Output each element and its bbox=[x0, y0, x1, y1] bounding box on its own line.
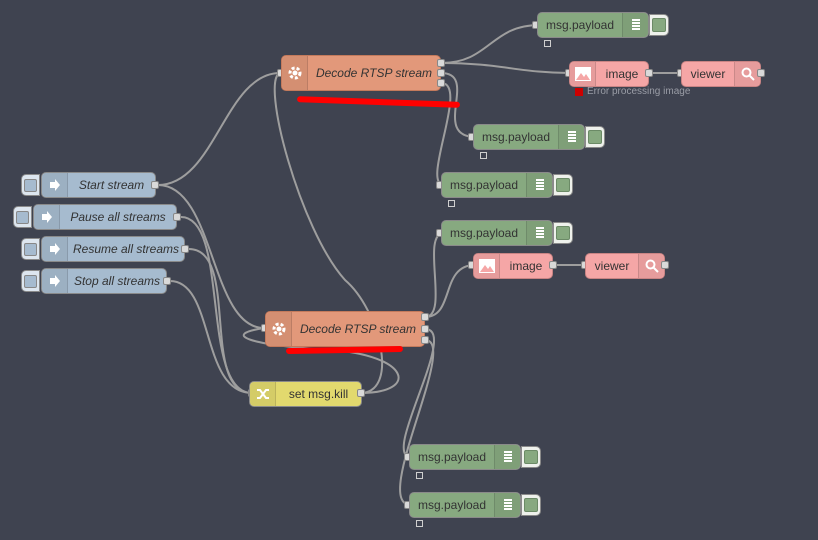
output-port[interactable] bbox=[151, 181, 159, 189]
image-label: image bbox=[605, 67, 639, 81]
inject-node-resume-all-streams[interactable]: Resume all streams bbox=[41, 236, 185, 262]
inject-label: Stop all streams bbox=[73, 274, 161, 288]
output-port[interactable] bbox=[437, 69, 445, 77]
list-icon bbox=[494, 445, 520, 469]
image-icon bbox=[474, 254, 500, 278]
debug-node-5[interactable]: msg.payload bbox=[409, 444, 521, 470]
status-indicator bbox=[448, 200, 455, 207]
image-node-bottom[interactable]: image bbox=[473, 253, 553, 279]
function-label: Decode RTSP stream bbox=[315, 66, 433, 80]
list-icon bbox=[622, 13, 648, 37]
output-port[interactable] bbox=[437, 59, 445, 67]
output-port[interactable] bbox=[437, 79, 445, 87]
debug-label: msg.payload bbox=[417, 498, 487, 512]
error-dot-icon bbox=[575, 87, 583, 96]
debug-node-6[interactable]: msg.payload bbox=[409, 492, 521, 518]
list-icon bbox=[526, 173, 552, 197]
arrow-right-icon bbox=[34, 205, 60, 229]
debug-toggle-button[interactable] bbox=[553, 174, 573, 196]
arrow-right-icon bbox=[42, 173, 68, 197]
debug-toggle-button[interactable] bbox=[585, 126, 605, 148]
image-label: image bbox=[509, 259, 543, 273]
list-icon bbox=[494, 493, 520, 517]
function-node-decode-rtsp-top[interactable]: Decode RTSP stream bbox=[281, 55, 441, 91]
change-label: set msg.kill bbox=[288, 387, 349, 401]
output-port[interactable] bbox=[421, 325, 429, 333]
status-indicator bbox=[416, 472, 423, 479]
list-icon bbox=[558, 125, 584, 149]
change-node-set-msg-kill[interactable]: set msg.kill bbox=[249, 381, 362, 407]
list-icon bbox=[526, 221, 552, 245]
debug-toggle-button[interactable] bbox=[553, 222, 573, 244]
function-label: Decode RTSP stream bbox=[299, 322, 417, 336]
inject-node-start-stream[interactable]: Start stream bbox=[41, 172, 156, 198]
debug-node-3[interactable]: msg.payload bbox=[441, 172, 553, 198]
inject-label: Resume all streams bbox=[72, 242, 180, 256]
viewer-node-top[interactable]: viewer bbox=[681, 61, 761, 87]
gear-icon bbox=[282, 56, 308, 90]
output-port[interactable] bbox=[357, 389, 365, 397]
image-icon bbox=[570, 62, 596, 86]
debug-node-1[interactable]: msg.payload bbox=[537, 12, 649, 38]
debug-node-4[interactable]: msg.payload bbox=[441, 220, 553, 246]
debug-toggle-button[interactable] bbox=[649, 14, 669, 36]
output-port[interactable] bbox=[661, 261, 669, 269]
arrow-right-icon bbox=[42, 237, 68, 261]
inject-label: Pause all streams bbox=[70, 210, 166, 224]
viewer-node-bottom[interactable]: viewer bbox=[585, 253, 665, 279]
pause-streams-inject-button[interactable] bbox=[13, 206, 32, 228]
output-port[interactable] bbox=[421, 336, 429, 344]
output-port[interactable] bbox=[645, 69, 653, 77]
debug-label: msg.payload bbox=[545, 18, 615, 32]
output-port[interactable] bbox=[421, 313, 429, 321]
output-port[interactable] bbox=[163, 277, 171, 285]
debug-toggle-button[interactable] bbox=[521, 494, 541, 516]
shuffle-icon bbox=[250, 382, 276, 406]
debug-toggle-button[interactable] bbox=[521, 446, 541, 468]
status-indicator bbox=[480, 152, 487, 159]
inject-node-stop-all-streams[interactable]: Stop all streams bbox=[41, 268, 167, 294]
inject-label: Start stream bbox=[78, 178, 145, 192]
output-port[interactable] bbox=[757, 69, 765, 77]
magnifier-icon bbox=[638, 254, 664, 278]
output-port[interactable] bbox=[549, 261, 557, 269]
debug-label: msg.payload bbox=[481, 130, 551, 144]
start-stream-inject-button[interactable] bbox=[21, 174, 40, 196]
output-port[interactable] bbox=[173, 213, 181, 221]
resume-streams-inject-button[interactable] bbox=[21, 238, 40, 260]
debug-label: msg.payload bbox=[449, 226, 519, 240]
debug-label: msg.payload bbox=[449, 178, 519, 192]
stop-streams-inject-button[interactable] bbox=[21, 270, 40, 292]
viewer-label: viewer bbox=[690, 67, 726, 81]
gear-icon bbox=[266, 312, 292, 346]
status-text: Error processing image bbox=[587, 86, 691, 97]
status-indicator bbox=[544, 40, 551, 47]
magnifier-icon bbox=[734, 62, 760, 86]
image-node-top[interactable]: image bbox=[569, 61, 649, 87]
debug-label: msg.payload bbox=[417, 450, 487, 464]
debug-node-2[interactable]: msg.payload bbox=[473, 124, 585, 150]
arrow-right-icon bbox=[42, 269, 68, 293]
status-indicator bbox=[416, 520, 423, 527]
viewer-label: viewer bbox=[594, 259, 630, 273]
image-error-status: Error processing image bbox=[575, 86, 690, 97]
output-port[interactable] bbox=[181, 245, 189, 253]
inject-node-pause-all-streams[interactable]: Pause all streams bbox=[33, 204, 177, 230]
function-node-decode-rtsp-bottom[interactable]: Decode RTSP stream bbox=[265, 311, 425, 347]
